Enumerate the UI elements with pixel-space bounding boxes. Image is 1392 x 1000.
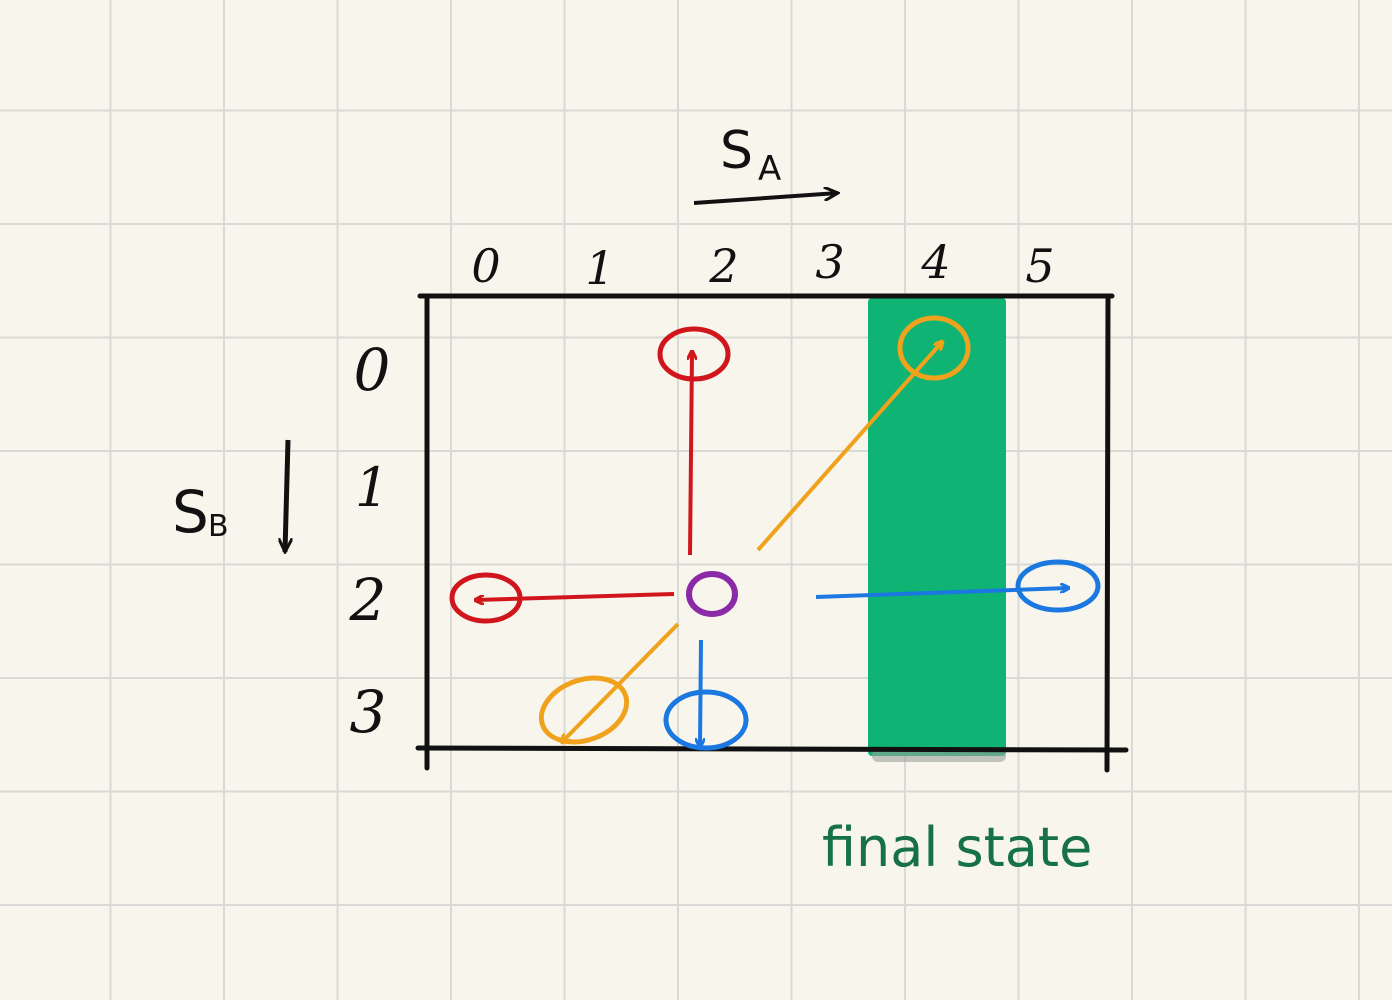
transition-red-up bbox=[657, 326, 731, 556]
row-labels: 0 1 2 3 bbox=[349, 336, 391, 746]
column-label-4: 4 bbox=[920, 235, 950, 289]
table-frame bbox=[415, 293, 1129, 773]
start-state-marker bbox=[686, 571, 738, 617]
row-label-2: 2 bbox=[349, 566, 387, 634]
sa-arrow bbox=[693, 193, 838, 205]
sb-label-s: S bbox=[172, 478, 209, 546]
row-label-3: 3 bbox=[350, 678, 387, 746]
column-label-0: 0 bbox=[471, 239, 500, 293]
transition-orange-down-left bbox=[538, 622, 680, 753]
sa-label-sub: A bbox=[758, 149, 781, 189]
transition-blue-right bbox=[815, 559, 1101, 613]
final-state-column bbox=[868, 298, 1006, 762]
sb-arrow bbox=[285, 439, 288, 552]
column-label-3: 3 bbox=[815, 235, 844, 289]
row-label-0: 0 bbox=[354, 336, 391, 404]
column-label-5: 5 bbox=[1025, 239, 1054, 293]
sa-label-s: S bbox=[720, 121, 753, 181]
sb-label-sub: B bbox=[208, 509, 229, 544]
final-state-label: final state bbox=[822, 816, 1092, 879]
sb-axis-label: S B bbox=[172, 439, 288, 552]
transition-orange-up-right bbox=[756, 315, 971, 552]
transition-blue-down bbox=[663, 639, 749, 751]
column-label-1: 1 bbox=[585, 241, 614, 295]
row-label-1: 1 bbox=[355, 456, 389, 519]
sa-axis-label: S A bbox=[693, 121, 838, 205]
column-labels: 0 1 2 3 4 5 bbox=[471, 235, 1054, 295]
transition-red-left bbox=[449, 572, 675, 624]
column-label-2: 2 bbox=[708, 239, 738, 293]
